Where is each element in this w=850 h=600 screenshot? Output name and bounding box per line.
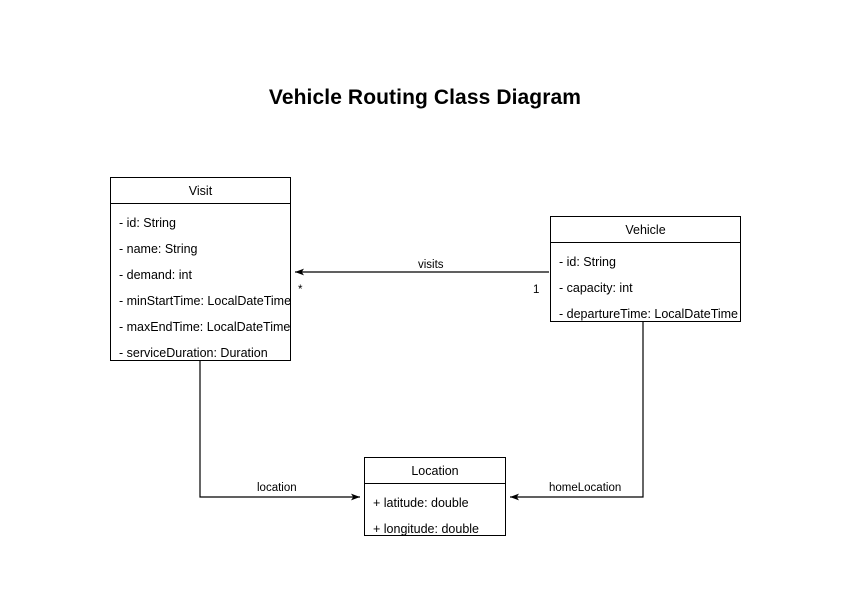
uml-attribute: - name: String	[119, 242, 198, 256]
uml-class-vehicle[interactable]: Vehicle - id: String - capacity: int - d…	[550, 216, 741, 322]
multiplicity-vehicle-side: 1	[533, 284, 540, 296]
uml-class-location[interactable]: Location + latitude: double + longitude:…	[364, 457, 506, 536]
edge-label-location: location	[254, 482, 300, 494]
edge-label-home-location: homeLocation	[546, 482, 625, 494]
uml-attribute: - id: String	[559, 255, 616, 269]
multiplicity-visit-side: *	[298, 284, 303, 296]
uml-class-visit[interactable]: Visit - id: String - name: String - dema…	[110, 177, 291, 361]
edge-label-visits: visits	[415, 259, 447, 271]
uml-attribute-list-visit: - id: String - name: String - demand: in…	[111, 204, 292, 372]
uml-class-name-visit: Visit	[111, 178, 290, 204]
uml-attribute-list-vehicle: - id: String - capacity: int - departure…	[551, 243, 740, 333]
uml-attribute: - serviceDuration: Duration	[119, 346, 268, 360]
uml-attribute: - capacity: int	[559, 281, 633, 295]
page-title: Vehicle Routing Class Diagram	[268, 86, 582, 109]
uml-attribute-list-location: + latitude: double + longitude: double	[365, 484, 505, 548]
uml-attribute: - minStartTime: LocalDateTime	[119, 294, 292, 308]
uml-attribute: - id: String	[119, 216, 176, 230]
uml-attribute: + longitude: double	[373, 522, 479, 536]
uml-class-name-location: Location	[365, 458, 505, 484]
uml-attribute: + latitude: double	[373, 496, 469, 510]
uml-attribute: - departureTime: LocalDateTime	[559, 307, 739, 321]
uml-class-name-vehicle: Vehicle	[551, 217, 740, 243]
uml-attribute: - maxEndTime: LocalDateTime	[119, 320, 291, 334]
edge-home-location	[510, 322, 644, 501]
edge-location	[199, 361, 360, 501]
uml-attribute: - demand: int	[119, 268, 192, 282]
